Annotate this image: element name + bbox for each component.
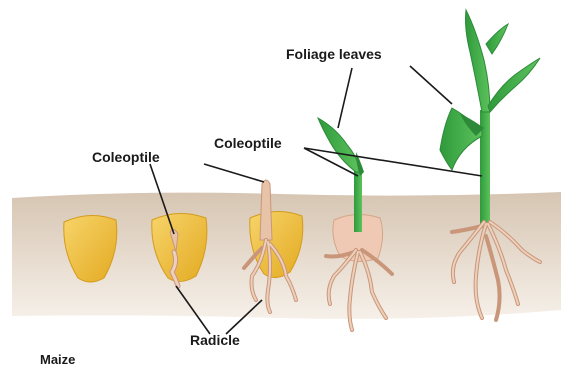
stage-4-stem (354, 168, 362, 232)
stage-3-coleoptile (260, 180, 272, 240)
stage-5-foliage-leaf-left (440, 108, 482, 170)
label-coleoptile-left: Coleoptile (92, 150, 160, 164)
label-foliage-leaves: Foliage leaves (286, 47, 382, 61)
stage-5-foliage-leaf-top (466, 10, 491, 112)
stage-5-foliage-leaf-right (488, 58, 540, 112)
label-radicle: Radicle (190, 333, 240, 347)
leader-foliage-stage-4 (338, 68, 352, 128)
leader-coleoptile-stage-3 (204, 164, 264, 182)
leader-foliage-stage-5 (410, 66, 452, 104)
label-coleoptile-right: Coleoptile (214, 136, 282, 150)
caption-maize: Maize (40, 353, 75, 366)
